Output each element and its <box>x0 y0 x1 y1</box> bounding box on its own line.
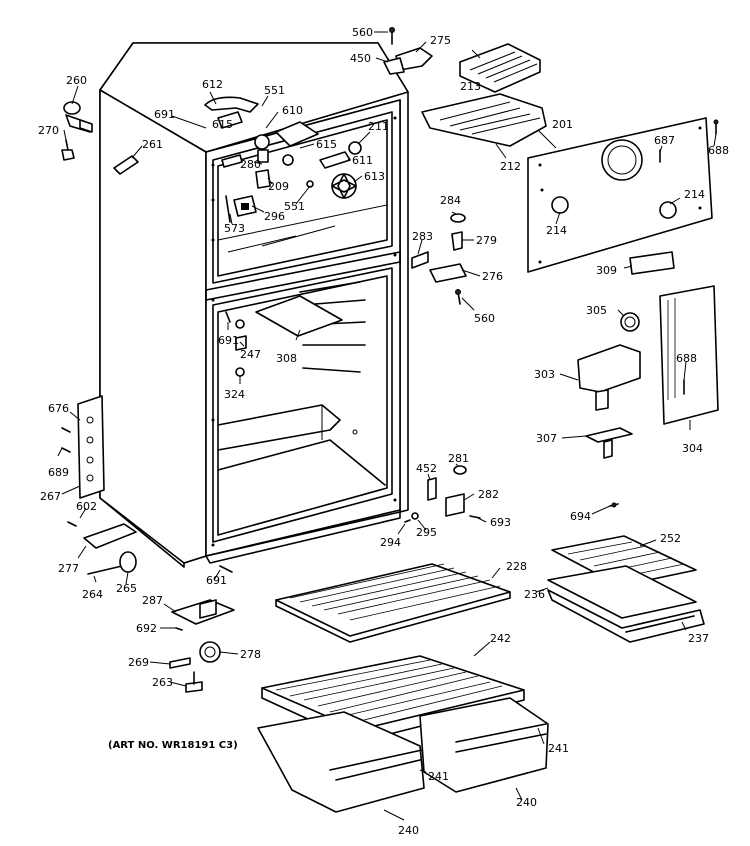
part-label: 269 <box>128 656 149 669</box>
part-label: 296 <box>264 210 285 223</box>
part-label: 691 <box>218 334 239 347</box>
freezer-fan-assembly <box>204 96 362 223</box>
part-label: 309 <box>596 264 617 277</box>
part-label: 688 <box>676 352 697 365</box>
part-label: 615 <box>316 138 337 151</box>
part-label: 260 <box>66 74 87 87</box>
part-label: 610 <box>282 104 303 117</box>
part-label: 602 <box>76 500 97 513</box>
part-label: 201 <box>552 118 573 131</box>
part-label: 691 <box>154 108 175 121</box>
part-label: 214 <box>684 188 705 201</box>
part-label: 573 <box>224 222 245 235</box>
part-label: 676 <box>48 402 69 415</box>
part-label: 237 <box>688 632 709 645</box>
part-label: 265 <box>116 582 137 595</box>
part-label: 611 <box>352 154 373 167</box>
part-label: 240 <box>516 796 537 809</box>
part-label: 279 <box>476 234 497 247</box>
part-label: 270 <box>38 124 59 137</box>
door-hardware <box>404 465 619 523</box>
part-label: 212 <box>500 160 521 173</box>
control-housing-parts <box>577 285 719 459</box>
part-label: 263 <box>152 676 173 689</box>
part-label: 242 <box>490 632 511 645</box>
part-label: 612 <box>202 78 223 91</box>
part-label: 241 <box>548 742 569 755</box>
part-label: 694 <box>570 510 591 523</box>
part-label: 693 <box>490 516 511 529</box>
part-label: 615 <box>212 118 233 131</box>
part-label: 687 <box>654 134 675 147</box>
part-label: 280 <box>240 158 261 171</box>
meat-pan-assembly <box>547 535 705 643</box>
part-label: 295 <box>416 526 437 539</box>
part-label: 305 <box>586 304 607 317</box>
part-label: 450 <box>350 52 371 65</box>
part-label: 283 <box>412 230 433 243</box>
art-number-caption: (ART NO. WR18191 C3) <box>108 740 238 751</box>
part-label: 560 <box>352 26 373 39</box>
control-and-hinge-parts <box>61 101 139 175</box>
part-label: 689 <box>48 466 69 479</box>
crisper-drawers <box>257 697 549 813</box>
part-label: 240 <box>398 824 419 837</box>
leader-lines <box>57 31 717 821</box>
part-label: 264 <box>82 588 103 601</box>
part-label: 324 <box>224 388 245 401</box>
part-label: 692 <box>136 622 157 635</box>
part-label: 307 <box>536 432 557 445</box>
part-label: 551 <box>284 200 305 213</box>
part-label: 228 <box>506 560 527 573</box>
part-label: 211 <box>368 120 389 133</box>
part-label: 261 <box>142 138 163 151</box>
part-label: 213 <box>460 80 481 93</box>
ice-tray-and-bracket <box>383 27 719 275</box>
part-label: 294 <box>380 536 401 549</box>
part-label: 236 <box>524 588 545 601</box>
part-label: 287 <box>142 594 163 607</box>
part-label: 452 <box>416 462 437 475</box>
part-label: 277 <box>58 562 79 575</box>
part-label: 560 <box>474 312 495 325</box>
part-label: 284 <box>440 194 461 207</box>
left-side-hardware <box>61 395 233 575</box>
part-label: 267 <box>40 490 61 503</box>
part-label: 278 <box>240 648 261 661</box>
part-label: 282 <box>478 488 499 501</box>
part-number-labels: 560 275 450 213 260 612 551 691 610 211 … <box>38 26 729 837</box>
leveler-and-roller-parts <box>169 599 235 693</box>
part-label: 304 <box>682 442 703 455</box>
part-label: 691 <box>206 574 227 587</box>
part-label: 275 <box>430 34 451 47</box>
part-label: 688 <box>708 144 729 157</box>
part-label: 303 <box>534 368 555 381</box>
part-label: 247 <box>240 348 261 361</box>
part-label: 308 <box>276 352 297 365</box>
part-label: 241 <box>428 770 449 783</box>
part-label: 551 <box>264 84 285 97</box>
wire-shelf <box>275 563 511 643</box>
part-label: 613 <box>364 170 385 183</box>
part-label: 281 <box>448 452 469 465</box>
part-label: 252 <box>660 532 681 545</box>
thermostat-parts <box>411 213 467 305</box>
cabinet <box>99 42 409 568</box>
part-label: 214 <box>546 224 567 237</box>
part-label: 276 <box>482 270 503 283</box>
part-label: 209 <box>268 180 289 193</box>
